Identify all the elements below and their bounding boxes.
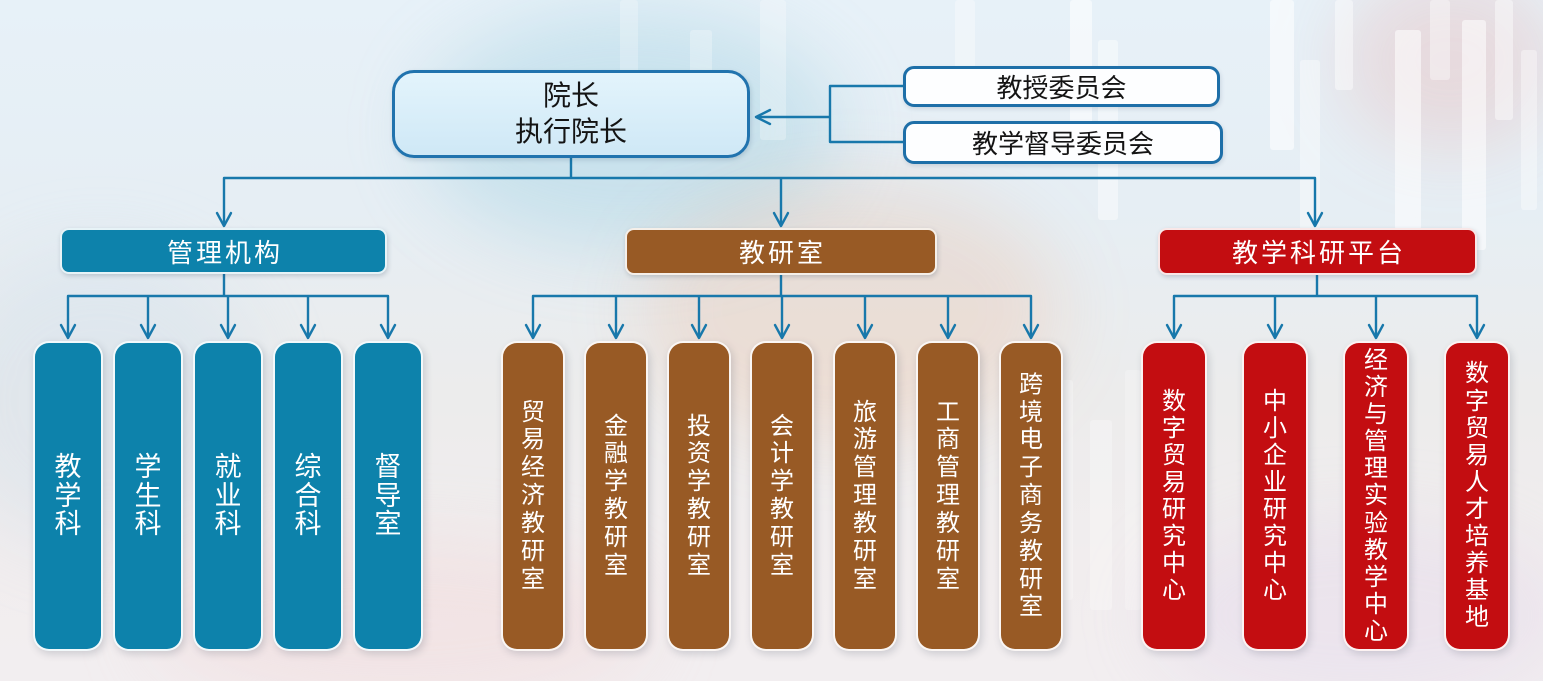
org-unit-label: 会计学教研室	[769, 412, 794, 579]
org-unit-label: 贸易经济教研室	[520, 398, 545, 593]
background-bar	[1395, 30, 1421, 230]
org-unit-box: 贸易经济教研室	[501, 341, 565, 651]
arrowhead-down	[524, 323, 542, 340]
org-unit-box: 数字贸易人才培养基地	[1444, 341, 1510, 651]
org-unit-label: 金融学教研室	[603, 412, 628, 579]
committee-teaching-supervision: 教学督导委员会	[903, 121, 1223, 164]
org-unit-label: 旅游管理教研室	[852, 398, 877, 593]
background-bar	[1430, 0, 1450, 80]
committee-label: 教学督导委员会	[971, 129, 1154, 159]
org-unit-box: 工商管理教研室	[916, 341, 980, 651]
branch-header-teaching-research-offices: 教研室	[625, 228, 937, 275]
background-bar	[1090, 420, 1112, 610]
root-line-1: 院长	[542, 79, 599, 111]
background-bar	[1335, 0, 1353, 90]
root-line-2: 执行院长	[514, 116, 627, 147]
committee-professor: 教授委员会	[903, 66, 1220, 107]
background-bar	[1495, 0, 1513, 120]
branch-header-management: 管理机构	[60, 228, 387, 274]
org-unit-label: 学生科	[134, 452, 162, 540]
background-bar	[1300, 60, 1320, 230]
arrowhead-down	[1165, 323, 1183, 340]
org-unit-label: 数字贸易研究中心	[1161, 387, 1186, 605]
org-unit-box: 中小企业研究中心	[1242, 341, 1308, 651]
org-unit-box: 学生科	[113, 341, 183, 651]
org-unit-box: 督导室	[353, 341, 423, 651]
root-node-dean: 院长 执行院长	[392, 70, 750, 158]
arrowhead-down	[1266, 323, 1284, 340]
org-unit-label: 跨境电子商务教研室	[1018, 370, 1043, 621]
arrowhead-down	[379, 323, 397, 340]
org-unit-box: 投资学教研室	[667, 341, 731, 651]
org-unit-label: 就业科	[214, 452, 242, 540]
org-unit-box: 金融学教研室	[584, 341, 648, 651]
org-unit-box: 会计学教研室	[750, 341, 814, 651]
org-unit-label: 中小企业研究中心	[1262, 387, 1287, 605]
org-unit-box: 综合科	[273, 341, 343, 651]
branch-header-teaching-research-platforms: 教学科研平台	[1158, 228, 1477, 275]
background-bar	[1521, 50, 1537, 210]
background-blob	[1340, 0, 1543, 150]
branch-title: 教研室	[738, 238, 826, 268]
org-unit-box: 旅游管理教研室	[833, 341, 897, 651]
background-bar	[1270, 0, 1294, 150]
branch-2-columns: 贸易经济教研室 金融学教研室 投资学教研室 会计学教研室 旅游管理教研室 工商管…	[501, 341, 1063, 651]
org-unit-label: 投资学教研室	[686, 412, 711, 579]
org-unit-label: 督导室	[374, 452, 402, 540]
org-unit-label: 教学科	[54, 452, 82, 540]
arrowhead-down	[1367, 323, 1385, 340]
org-unit-label: 综合科	[294, 452, 322, 540]
org-unit-label: 数字贸易人才培养基地	[1464, 360, 1489, 632]
org-unit-box: 就业科	[193, 341, 263, 651]
committee-label: 教授委员会	[996, 73, 1127, 103]
branch-3-connector	[1165, 273, 1486, 340]
background-bar	[1070, 0, 1092, 130]
background-bar	[760, 0, 786, 140]
arrowhead-down	[607, 323, 625, 340]
branch-title: 教学科研平台	[1231, 238, 1406, 268]
org-unit-box: 经济与管理实验教学中心	[1343, 341, 1409, 651]
background-bar	[1462, 20, 1486, 250]
branch-title: 管理机构	[166, 237, 283, 268]
org-unit-label: 经济与管理实验教学中心	[1363, 346, 1388, 645]
org-unit-box: 跨境电子商务教研室	[999, 341, 1063, 651]
org-unit-box: 教学科	[33, 341, 103, 651]
branch-3-columns: 数字贸易研究中心 中小企业研究中心 经济与管理实验教学中心 数字贸易人才培养基地	[1141, 341, 1510, 651]
arrowhead-down	[299, 323, 317, 340]
arrowhead-down	[215, 211, 233, 228]
background-bar	[620, 0, 638, 80]
background-bar	[1125, 370, 1141, 610]
org-unit-label: 工商管理教研室	[935, 398, 960, 593]
branch-1-columns: 教学科 学生科 就业科 综合科 督导室	[33, 341, 423, 651]
arrowhead-down	[1468, 323, 1486, 340]
org-unit-box: 数字贸易研究中心	[1141, 341, 1207, 651]
